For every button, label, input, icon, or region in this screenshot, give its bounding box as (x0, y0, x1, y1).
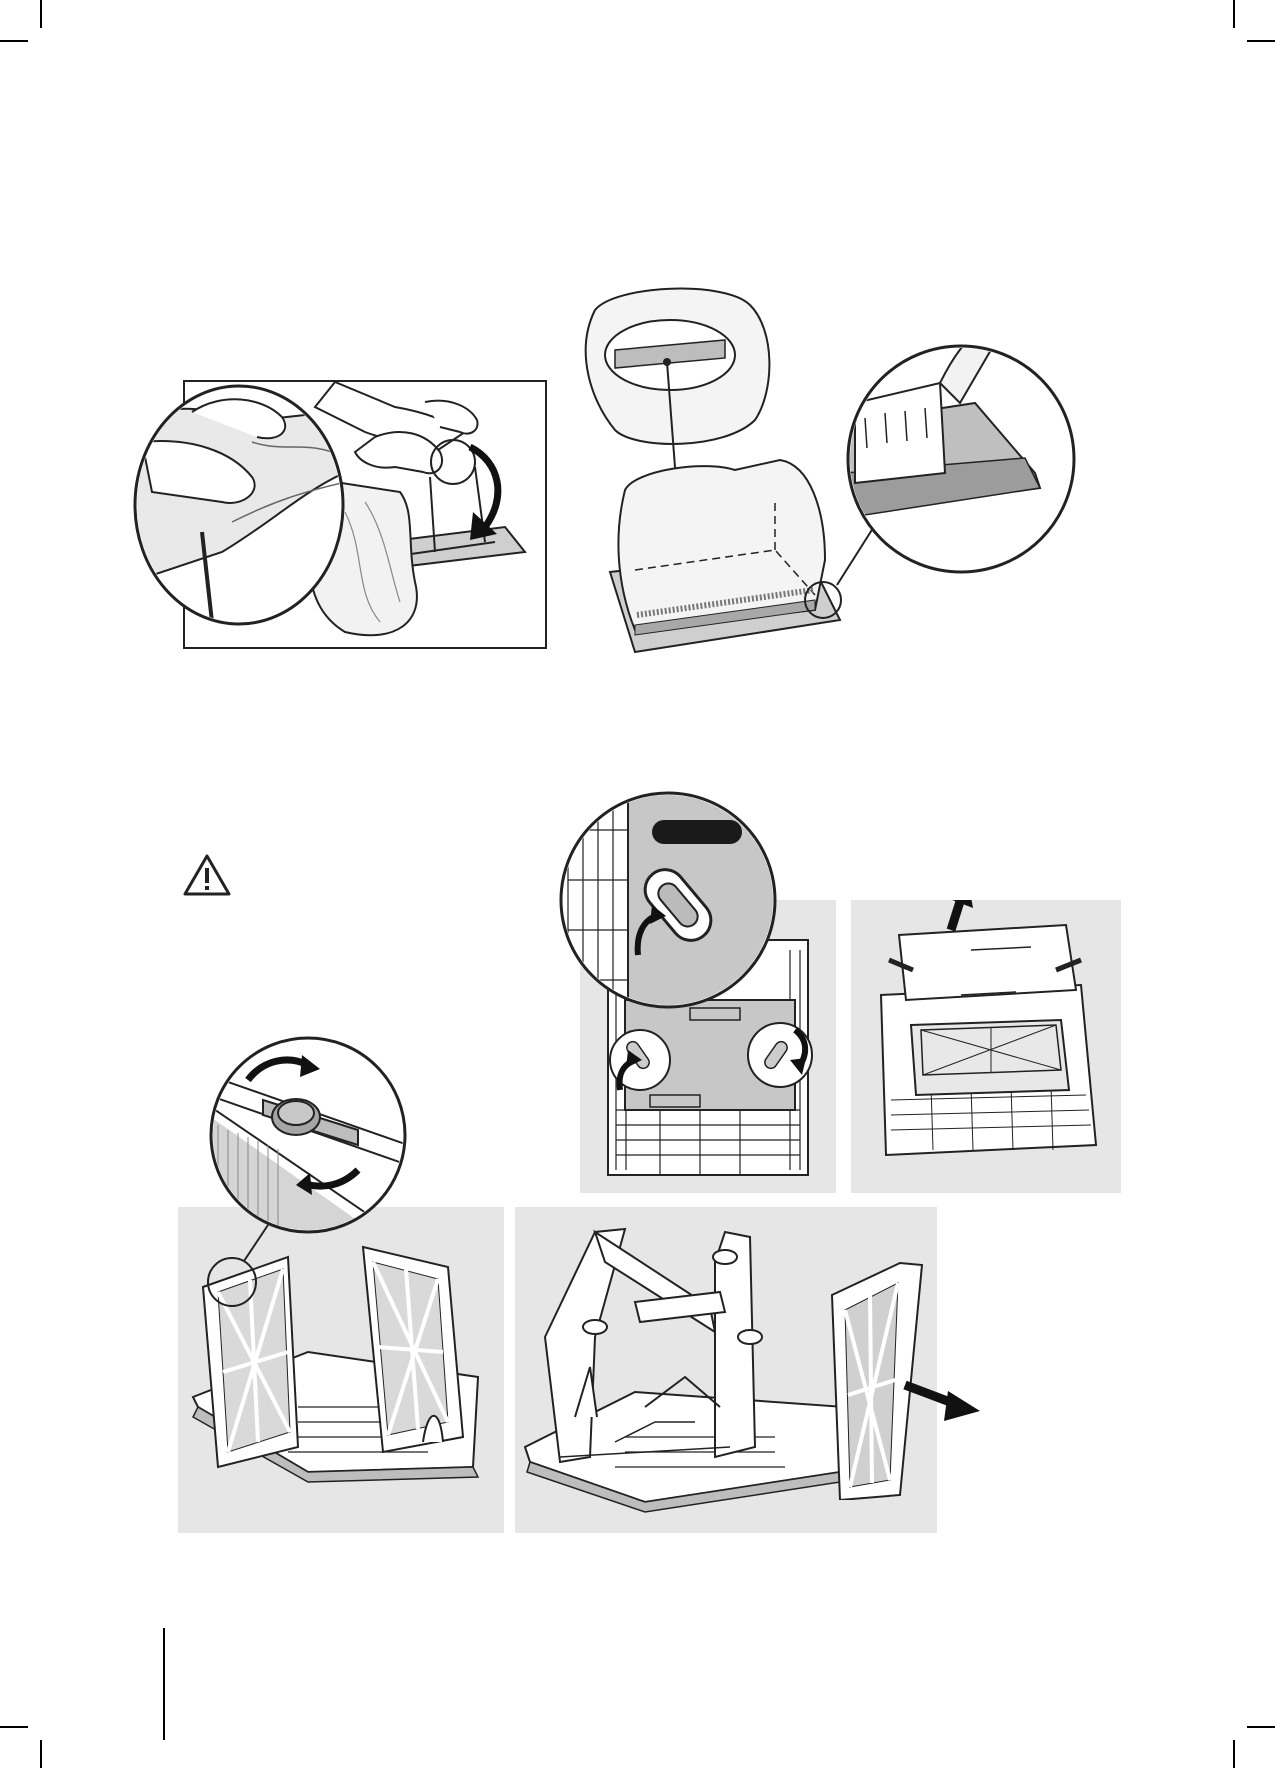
crop-mark-top-right-h (1247, 40, 1275, 42)
crop-mark-bottom-right-v (1233, 1740, 1235, 1768)
bag-corner-zoom-circle (845, 343, 1077, 575)
removed-filter-panel (830, 1255, 990, 1500)
figure-filter-frames-open (178, 1207, 504, 1533)
crop-mark-bottom-left-v (40, 1740, 42, 1768)
clip-detail-zoom-circle (558, 790, 778, 1010)
crop-mark-top-left-h (0, 40, 28, 42)
crop-mark-top-right-v (1233, 0, 1235, 28)
crop-mark-top-left-v (40, 0, 42, 28)
crop-mark-bottom-left-h (0, 1726, 28, 1728)
crop-mark-bottom-right-h (1247, 1726, 1275, 1728)
hands-detail-zoom-circle (132, 382, 346, 628)
warning-triangle-icon (182, 853, 232, 897)
figure-lift-cover (851, 900, 1121, 1193)
page-margin-rule (163, 1628, 165, 1740)
knob-detail-zoom-circle (208, 1035, 408, 1235)
